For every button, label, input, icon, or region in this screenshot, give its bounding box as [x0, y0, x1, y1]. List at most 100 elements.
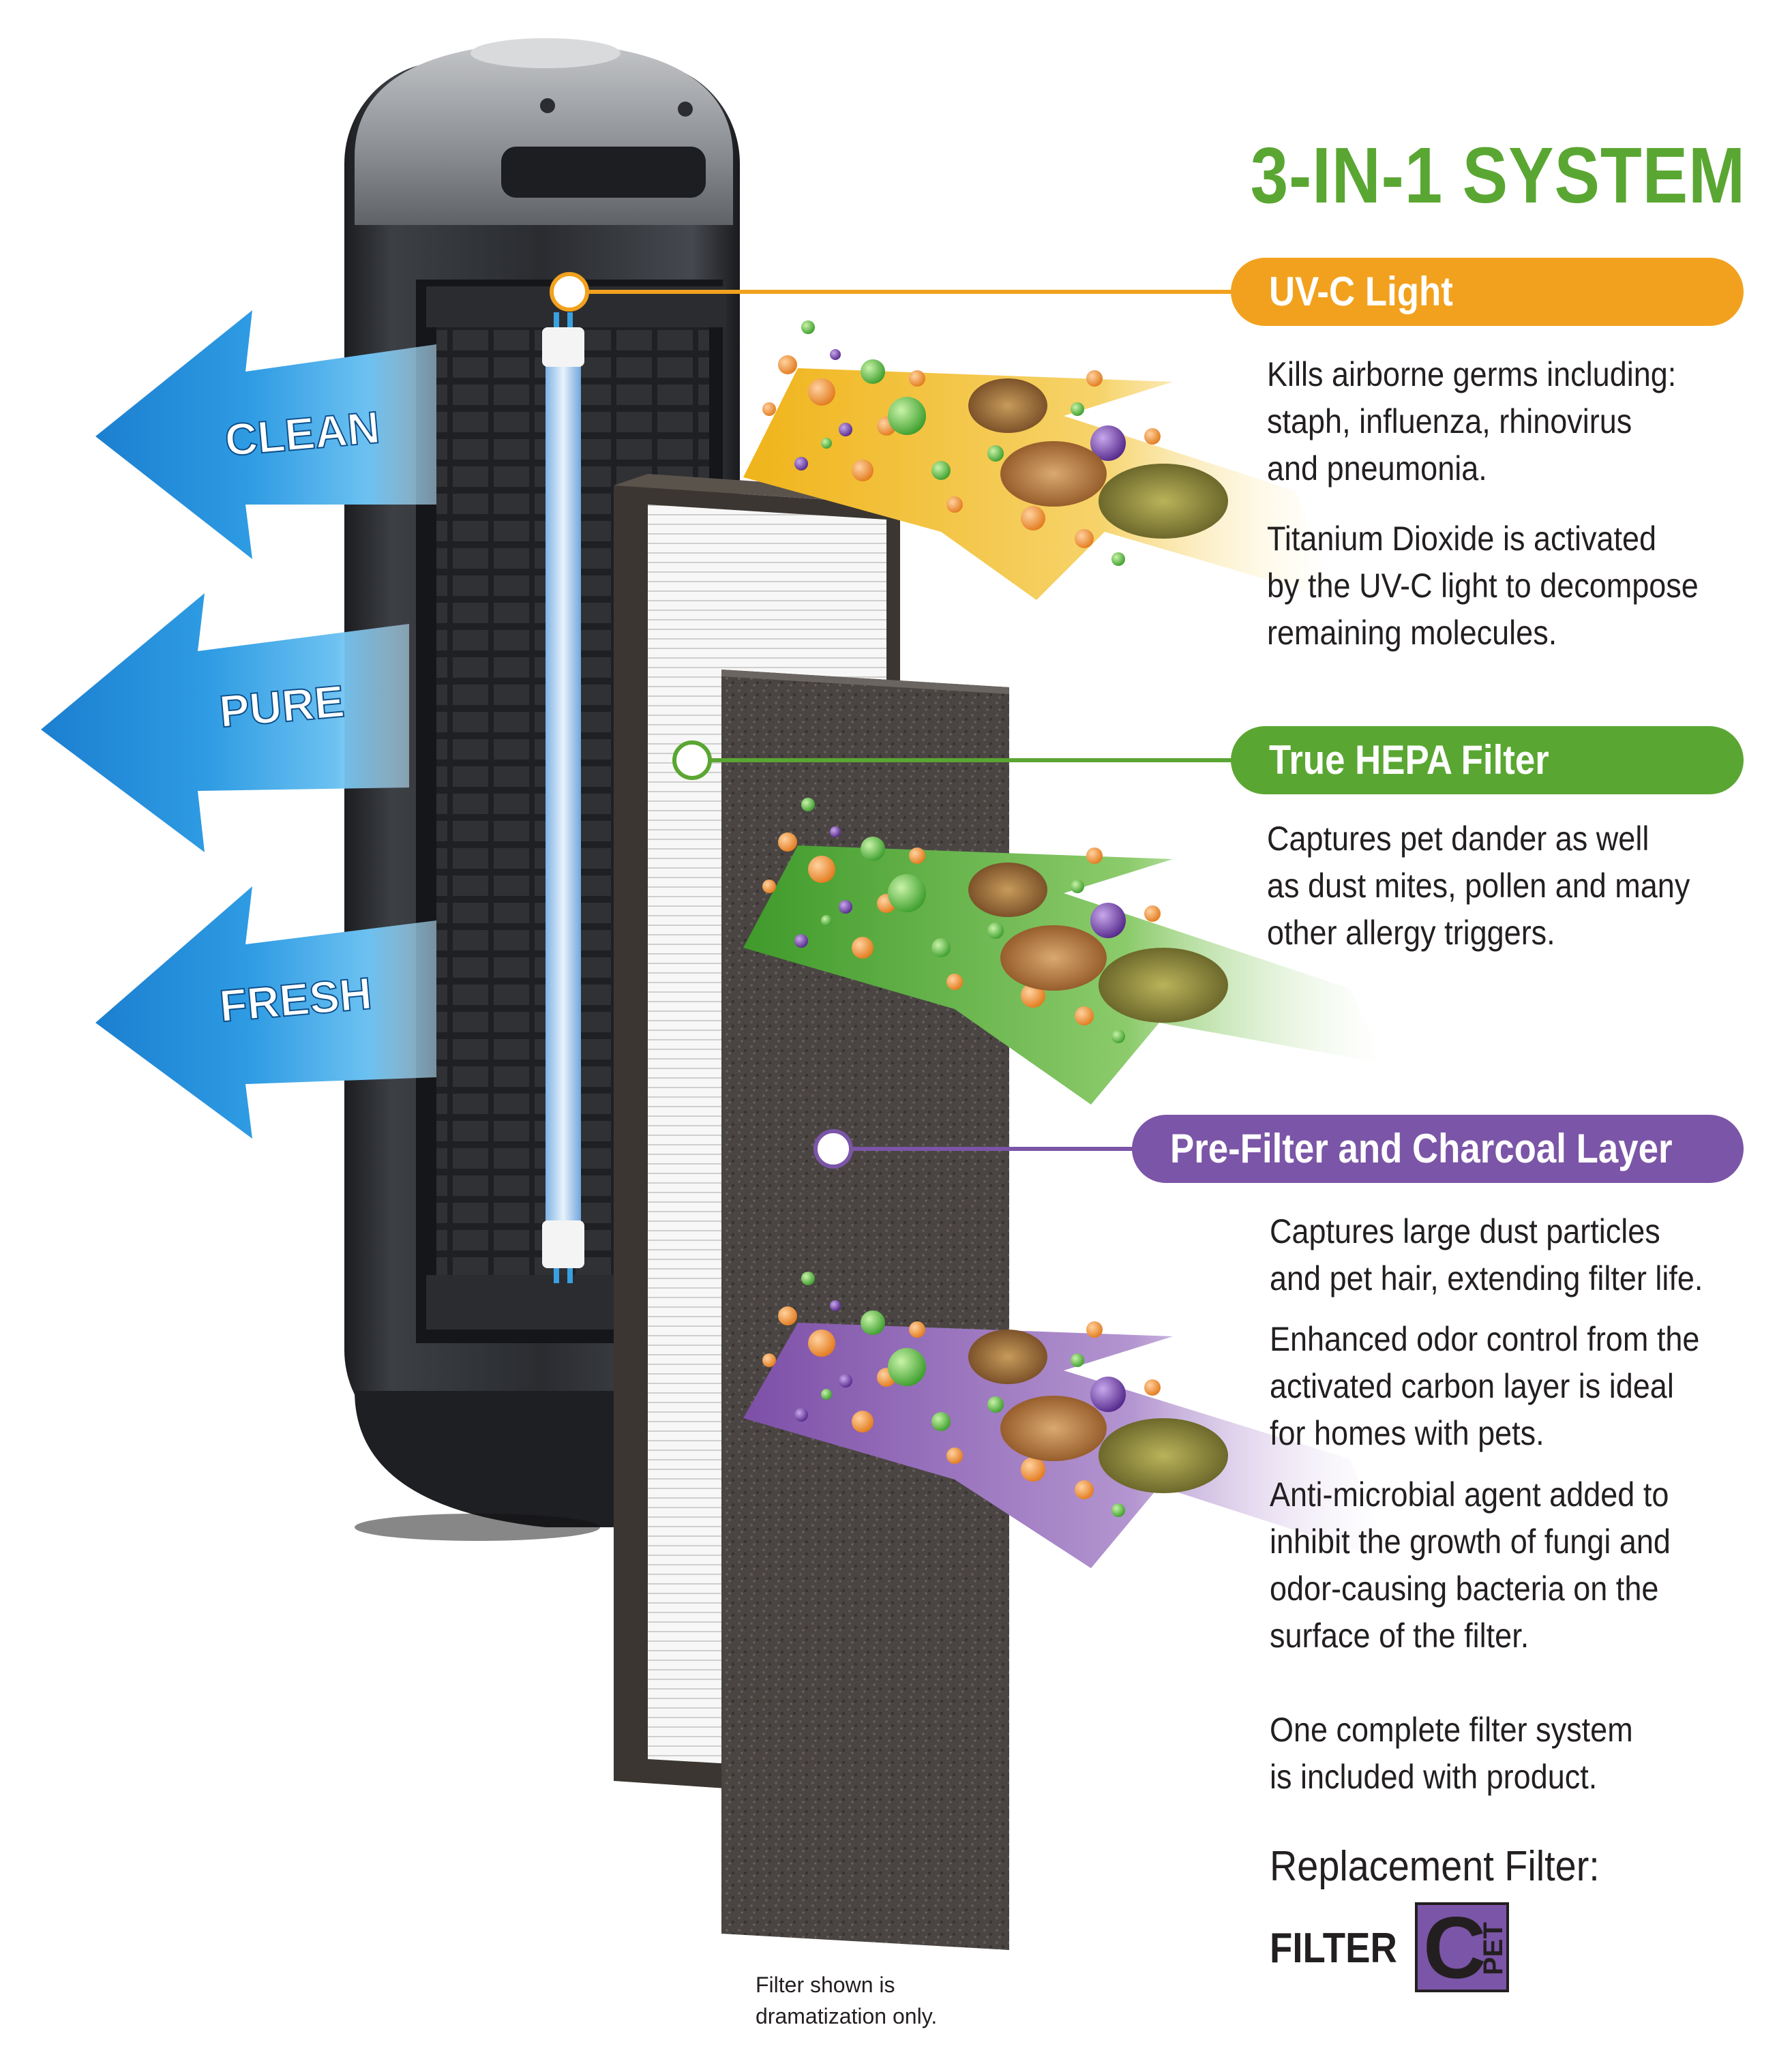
note-line-2: dramatization only. [756, 2004, 938, 2028]
particle [801, 320, 815, 334]
prefilter-desc-10: One complete filter system [1270, 1707, 1673, 1754]
uv-light-desc-1: Kills airborne germs including: [1267, 351, 1722, 398]
particle [778, 355, 797, 374]
uv-light-desc-5: by the UV-C light to decompose [1267, 562, 1746, 610]
prefilter-line-4: activated carbon layer is ideal [1270, 1367, 1674, 1405]
particle [852, 937, 873, 959]
prefilter-desc-7: inhibit the growth of fungi and [1270, 1518, 1715, 1565]
prefilter-desc-1: Captures large dust particles [1270, 1208, 1703, 1255]
particle [1144, 428, 1161, 445]
prefilter-line-11: is included with product. [1270, 1758, 1598, 1796]
particle [946, 974, 963, 990]
particle [808, 856, 835, 883]
particle [1071, 880, 1084, 893]
particle [762, 402, 776, 416]
particle [839, 423, 852, 436]
particle [1071, 1353, 1084, 1367]
prefilter-line-10: One complete filter system [1270, 1711, 1633, 1749]
particle [762, 880, 776, 893]
prefilter-line-9: surface of the filter. [1270, 1617, 1529, 1655]
dramatization-note: Filter shown is dramatization only. [756, 1969, 937, 2032]
particle [801, 1272, 815, 1285]
particles [762, 320, 1161, 1517]
particle [808, 378, 835, 406]
particle [888, 1348, 926, 1386]
hepa-desc-3: other allergy triggers. [1267, 910, 1587, 957]
particle [987, 922, 1004, 939]
particle [931, 461, 951, 480]
particle [778, 832, 797, 852]
particle [1086, 847, 1103, 864]
uv-line-6: remaining molecules. [1267, 614, 1557, 652]
particle [861, 1310, 885, 1335]
particle [1090, 425, 1126, 461]
particle [794, 1408, 808, 1422]
hepa-heading: True HEPA Filter [1231, 726, 1744, 794]
particle [839, 900, 852, 914]
particle [931, 1412, 951, 1431]
prefilter-line-8: odor-causing bacteria on the [1270, 1570, 1659, 1608]
particle [821, 1389, 832, 1400]
particle [909, 1321, 925, 1338]
particle [801, 798, 815, 811]
prefilter-desc-5: for homes with pets. [1270, 1410, 1574, 1457]
particle [808, 1330, 835, 1357]
badge-sub: PET [1478, 1922, 1508, 1975]
particle [852, 460, 873, 481]
particle [821, 915, 832, 926]
prefilter-heading: Pre-Filter and Charcoal Layer [1132, 1115, 1744, 1183]
particle [946, 1448, 963, 1464]
hepa-line-1: Captures pet dander as well [1267, 820, 1649, 858]
uv-line-5: by the UV-C light to decompose [1267, 567, 1699, 605]
particle [1111, 1030, 1125, 1043]
prefilter-line-1: Captures large dust particles [1270, 1212, 1660, 1250]
uv-light-desc-6: remaining molecules. [1267, 610, 1589, 657]
particle [821, 438, 832, 449]
prefilter-callout [813, 1129, 1159, 1169]
arrow-clean [95, 310, 436, 559]
prefilter-desc-8: odor-causing bacteria on the [1270, 1565, 1702, 1612]
prefilter-desc-6: Anti-microbial agent added to [1270, 1471, 1713, 1518]
particle [909, 370, 925, 387]
particle [1144, 905, 1161, 922]
particle [1075, 529, 1094, 548]
particle [1090, 1377, 1126, 1412]
particle [1075, 1006, 1094, 1025]
hepa-desc-2: as dust mites, pollen and many [1267, 862, 1737, 910]
prefilter-line-7: inhibit the growth of fungi and [1270, 1522, 1671, 1561]
particle [861, 837, 885, 861]
prefilter-heading-text: Pre-Filter and Charcoal Layer [1170, 1126, 1673, 1171]
particle [946, 496, 963, 513]
arrow-label-pure: PURE [218, 676, 346, 737]
particle [1111, 1503, 1125, 1517]
uv-light-desc-2: staph, influenza, rhinovirus [1267, 398, 1673, 445]
particle [1021, 1457, 1045, 1482]
particle [1086, 370, 1103, 387]
particle [909, 847, 925, 864]
particle [778, 1306, 797, 1325]
uv-line-3: and pneumonia. [1267, 449, 1487, 487]
uv-light-heading-text: UV-C Light [1269, 269, 1453, 314]
particle [830, 826, 841, 837]
particle [830, 1300, 841, 1311]
particle [1086, 1321, 1103, 1338]
arrow-pure [41, 593, 409, 852]
particle [888, 397, 926, 435]
uv-light-heading: UV-C Light [1231, 258, 1744, 326]
hepa-callout [672, 740, 1241, 780]
prefilter-line-2: and pet hair, extending filter life. [1270, 1259, 1703, 1298]
badge-letter: C [1423, 1900, 1487, 1997]
replacement-filter-text: Replacement Filter: [1270, 1843, 1600, 1890]
particle [931, 938, 951, 957]
note-line-1: Filter shown is [756, 1972, 895, 1997]
particle [888, 874, 926, 912]
particle [762, 1353, 776, 1367]
prefilter-desc-2: and pet hair, extending filter life. [1270, 1255, 1751, 1302]
particle [1071, 402, 1084, 416]
prefilter-desc-9: surface of the filter. [1270, 1612, 1557, 1660]
particle [1090, 903, 1126, 938]
germ-images [968, 378, 1228, 1493]
particle [1021, 506, 1045, 530]
prefilter-desc-3: Enhanced odor control from the [1270, 1316, 1747, 1363]
